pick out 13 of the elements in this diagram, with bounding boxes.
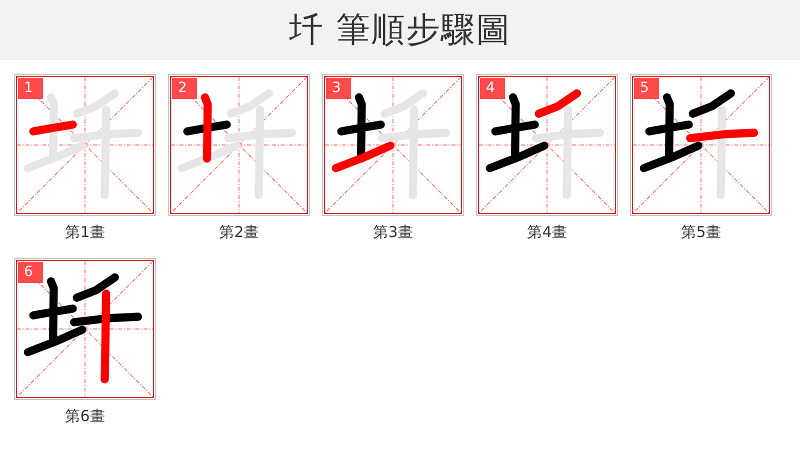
step-number-badge: 6 [18, 262, 43, 283]
title-text: 圲 筆順步驟圖 [289, 9, 511, 52]
step-number-badge: 2 [172, 78, 197, 99]
stroke-caption: 第1畫 [65, 222, 105, 243]
step-number-badge: 4 [480, 78, 505, 99]
stroke-caption: 第2畫 [219, 222, 259, 243]
stroke-caption: 第3畫 [373, 222, 413, 243]
stroke-caption: 第4畫 [527, 222, 567, 243]
stroke-caption: 第6畫 [65, 406, 105, 427]
step-number-badge: 5 [634, 78, 659, 99]
step-number-badge: 1 [18, 78, 43, 99]
stroke-caption: 第5畫 [681, 222, 721, 243]
step-number-badge: 3 [326, 78, 351, 99]
